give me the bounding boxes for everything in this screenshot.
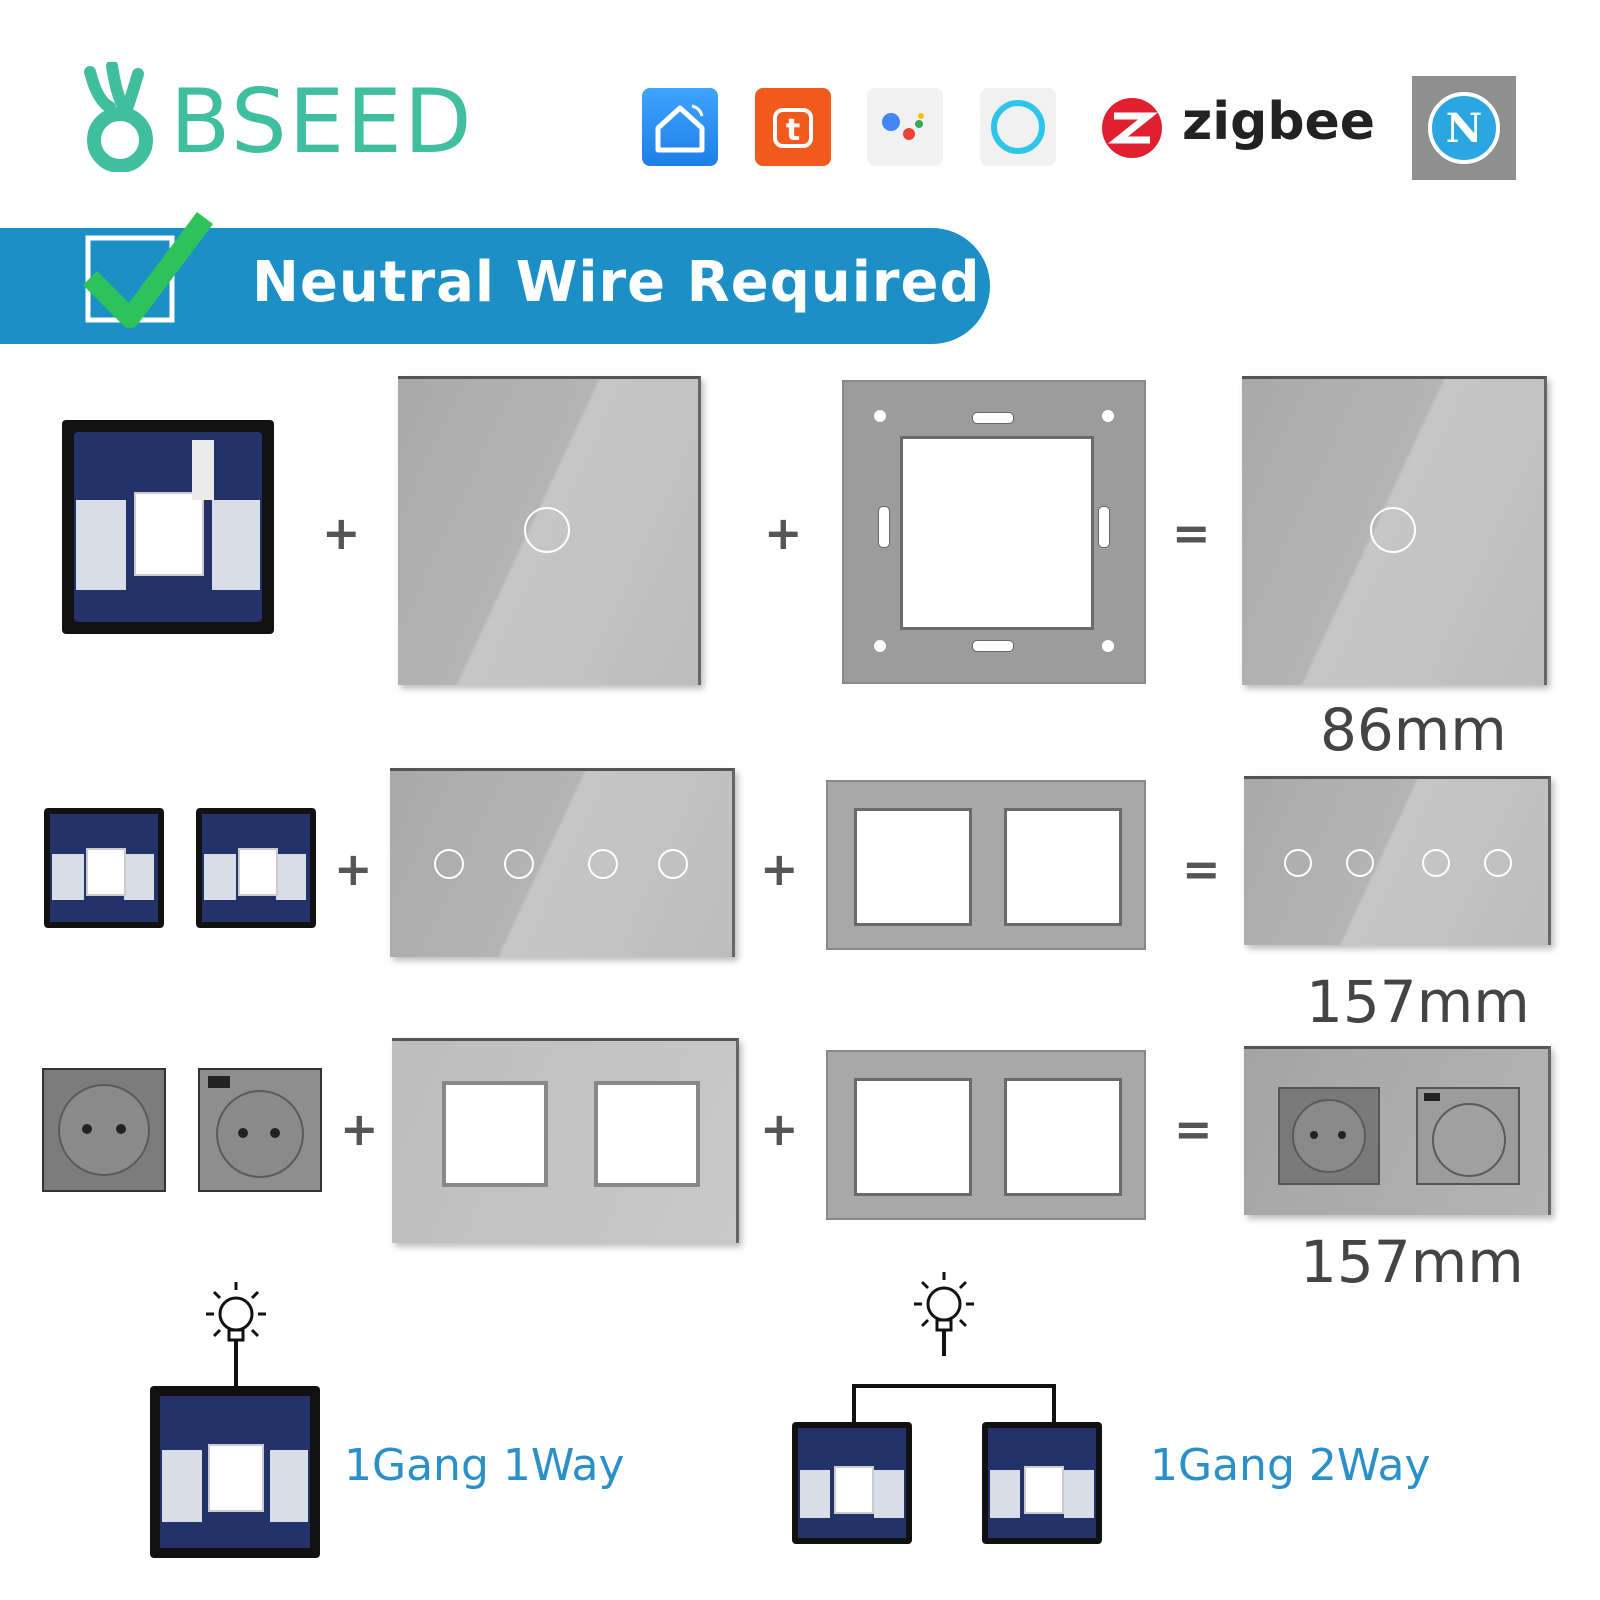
mounting-frame-single [842, 380, 1146, 684]
dimension-label: 157mm [1306, 968, 1530, 1036]
zigbee-label: zigbee [1182, 92, 1376, 152]
wire [852, 1384, 1056, 1422]
brand-name: BSEED [170, 70, 474, 173]
usb-socket-module [198, 1068, 322, 1192]
glass-panel-1gang [398, 376, 701, 685]
equals-operator: = [1174, 1102, 1213, 1156]
switch-module [982, 1422, 1102, 1544]
switch-module [196, 808, 316, 928]
wiring-label: 1Gang 2Way [1150, 1440, 1431, 1491]
tuya-icon: t [755, 88, 831, 166]
light-bulb-icon [206, 1282, 266, 1366]
touch-button-icon [1484, 849, 1512, 877]
plus-operator: + [760, 1102, 799, 1156]
alexa-icon [980, 88, 1056, 166]
dimension-label: 86mm [1320, 696, 1507, 764]
assembled-switch-1gang [1242, 376, 1547, 685]
plus-operator: + [334, 842, 373, 896]
switch-module [44, 808, 164, 928]
mounting-frame-double [826, 1050, 1146, 1220]
assembled-switch-2gang [1244, 776, 1551, 945]
touch-button-icon [588, 849, 618, 879]
equals-operator: = [1172, 506, 1211, 560]
n-logo-icon: N [1412, 76, 1516, 180]
touch-button-icon [658, 849, 688, 879]
touch-button-icon [434, 849, 464, 879]
banner-text: Neutral Wire Required [252, 250, 981, 315]
wiring-label: 1Gang 1Way [344, 1440, 625, 1491]
glass-panel-2gang [390, 768, 735, 957]
touch-button-icon [524, 507, 570, 553]
neutral-wire-banner: Neutral Wire Required [0, 212, 990, 344]
checkmark-icon [82, 212, 213, 328]
usb-port-icon [208, 1076, 230, 1088]
wire [234, 1366, 238, 1388]
equals-operator: = [1182, 842, 1221, 896]
switch-module [62, 420, 274, 634]
bseed-logo-icon [84, 62, 153, 172]
plus-operator: + [322, 506, 361, 560]
plus-operator: + [764, 506, 803, 560]
zigbee-logo: zigbee [1100, 92, 1390, 166]
dimension-label: 157mm [1300, 1228, 1524, 1296]
mounting-frame-double [826, 780, 1146, 950]
svg-text:N: N [1446, 105, 1483, 152]
touch-button-icon [1370, 507, 1416, 553]
switch-module [150, 1386, 320, 1558]
touch-button-icon [1346, 849, 1374, 877]
plus-operator: + [760, 842, 799, 896]
assembled-socket-2gang [1244, 1046, 1551, 1215]
glass-frame-2socket [392, 1038, 739, 1243]
touch-button-icon [1284, 849, 1312, 877]
light-bulb-icon [914, 1272, 974, 1356]
smart-life-icon [642, 88, 718, 166]
touch-button-icon [504, 849, 534, 879]
touch-button-icon [1422, 849, 1450, 877]
svg-text:t: t [786, 113, 800, 148]
brand-logo: BSEED [80, 62, 480, 182]
google-assistant-icon [867, 88, 943, 166]
zigbee-icon [1102, 98, 1162, 158]
socket-module [42, 1068, 166, 1192]
plus-operator: + [340, 1102, 379, 1156]
switch-module [792, 1422, 912, 1544]
